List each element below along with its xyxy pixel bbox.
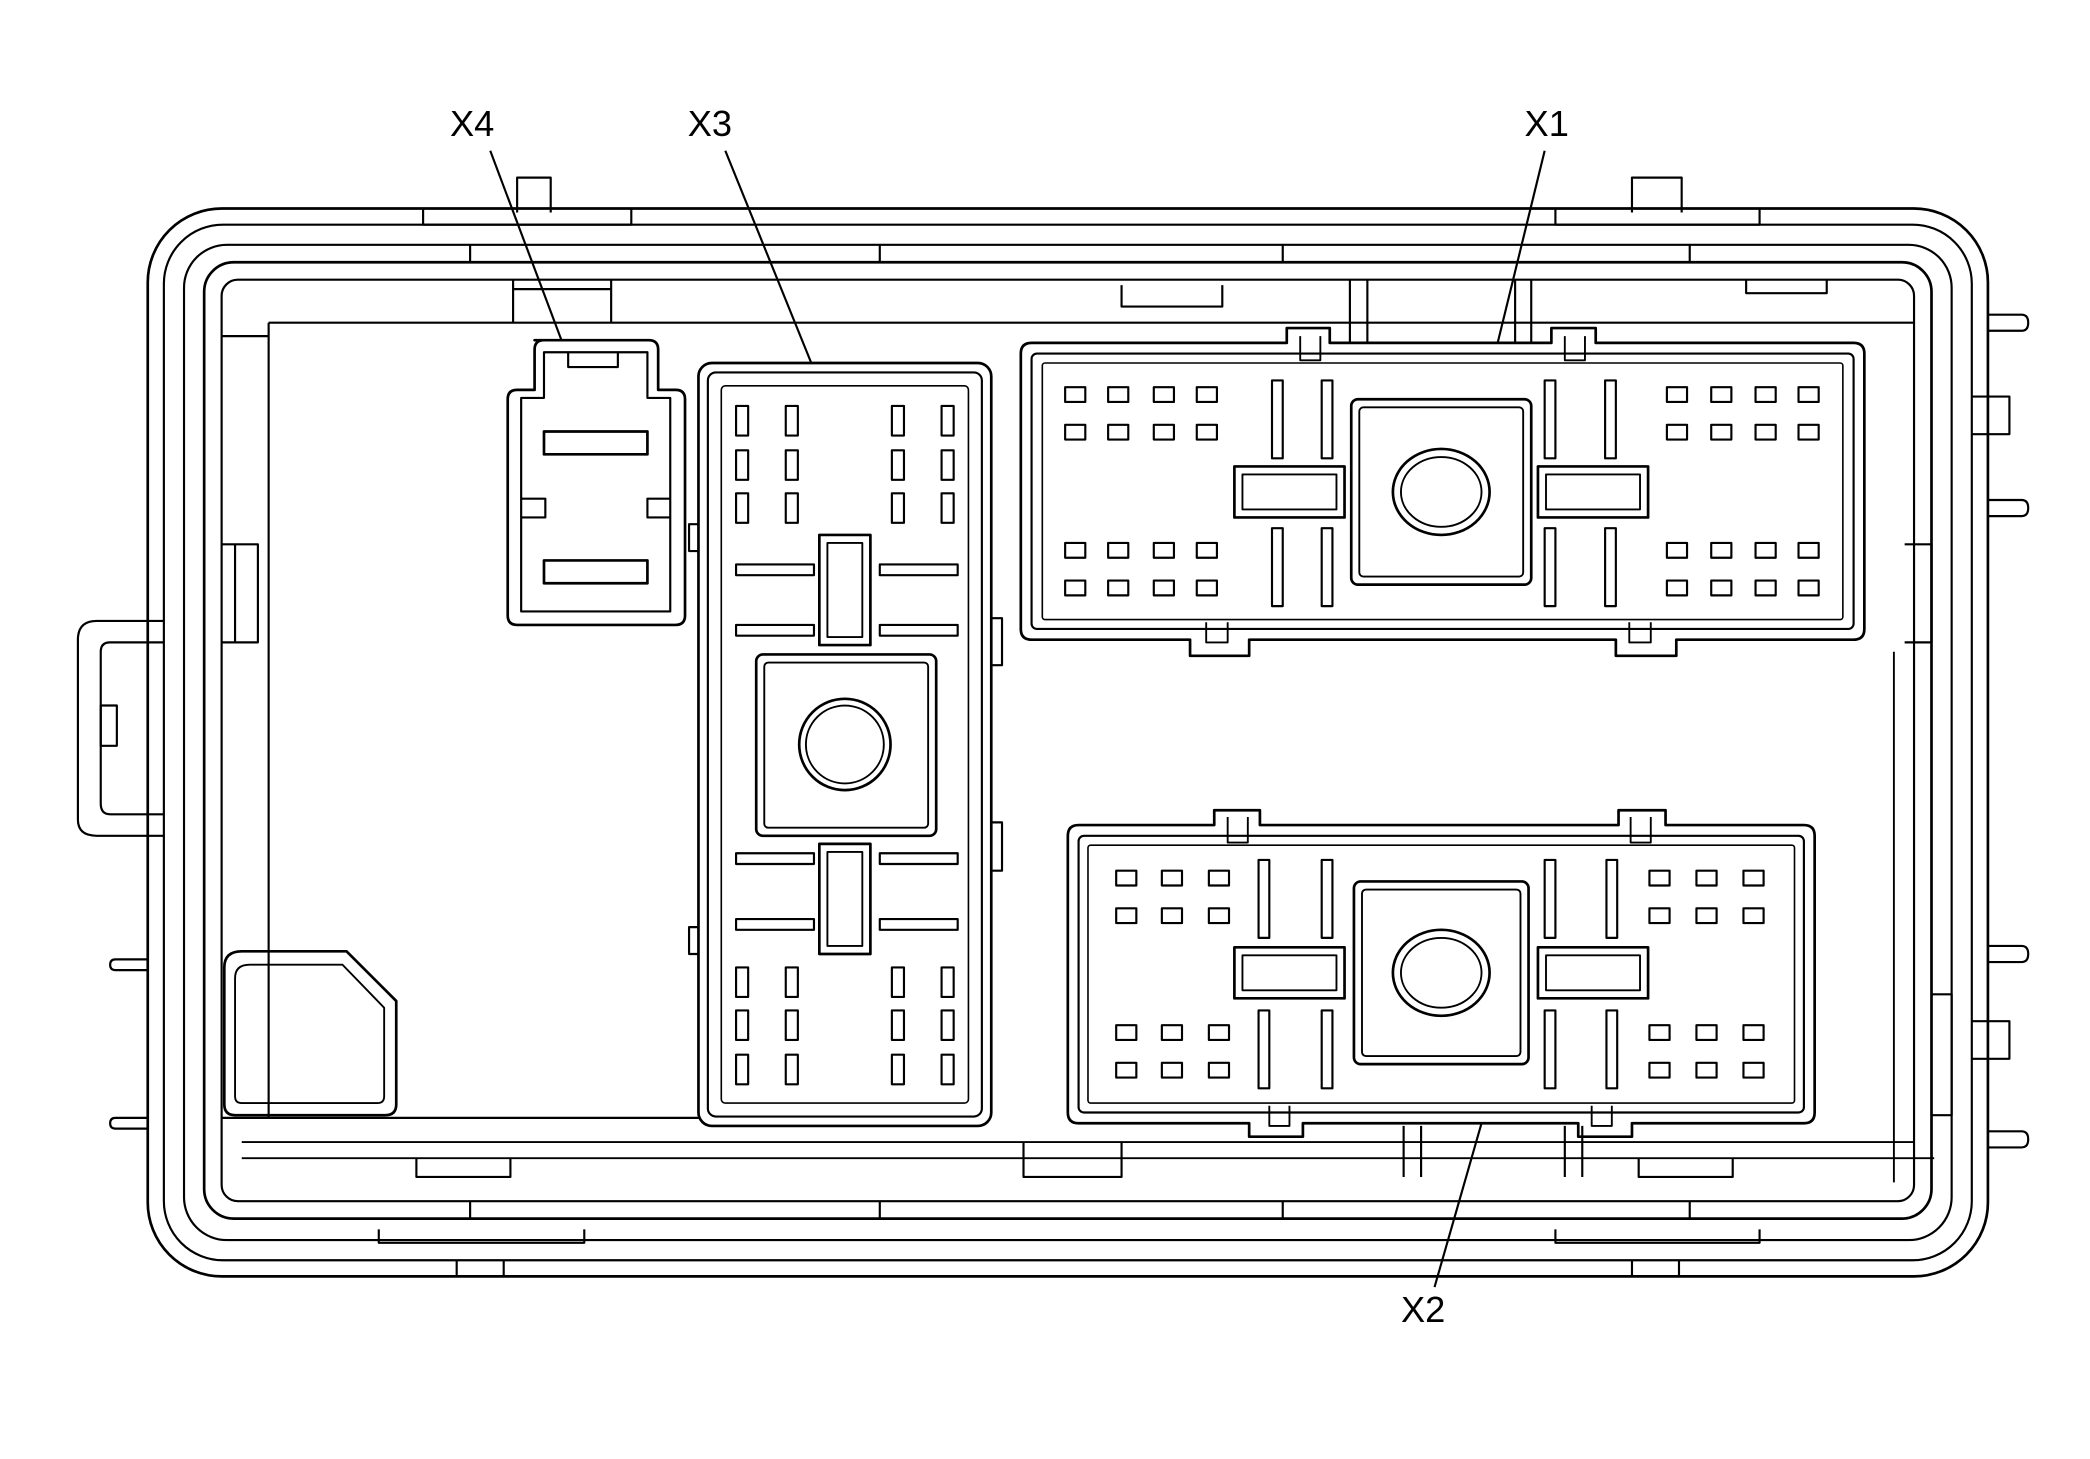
leader-x1 <box>1496 150 1546 344</box>
connector-x2[interactable] <box>1066 808 1816 1139</box>
housing-outline <box>146 207 1990 1278</box>
leader-x3 <box>724 150 813 364</box>
connector-x1[interactable] <box>1019 326 1866 658</box>
bottom-tabs <box>377 1125 1761 1278</box>
leader-x4 <box>489 150 563 341</box>
x3-pins <box>734 404 959 1086</box>
label-x3: X3 <box>688 103 732 144</box>
top-tabs <box>422 176 1828 343</box>
leader-x2 <box>1433 1122 1483 1288</box>
x3-latch <box>754 533 938 956</box>
left-latch <box>76 543 259 1130</box>
connector-x4[interactable] <box>506 338 687 627</box>
connector-x3[interactable] <box>687 361 1004 1128</box>
right-studs <box>1904 313 2030 1149</box>
x2-latch <box>1233 880 1650 1066</box>
x1-latch <box>1233 397 1650 586</box>
label-x1: X1 <box>1525 103 1569 144</box>
x2-pins <box>1115 858 1765 1090</box>
leader-lines <box>489 150 1546 1288</box>
label-x4: X4 <box>450 103 494 144</box>
connector-labels: X4 X3 X1 X2 <box>450 103 1569 1330</box>
label-x2: X2 <box>1401 1289 1445 1330</box>
x1-pins <box>1064 379 1820 608</box>
corner-pad <box>222 949 398 1117</box>
